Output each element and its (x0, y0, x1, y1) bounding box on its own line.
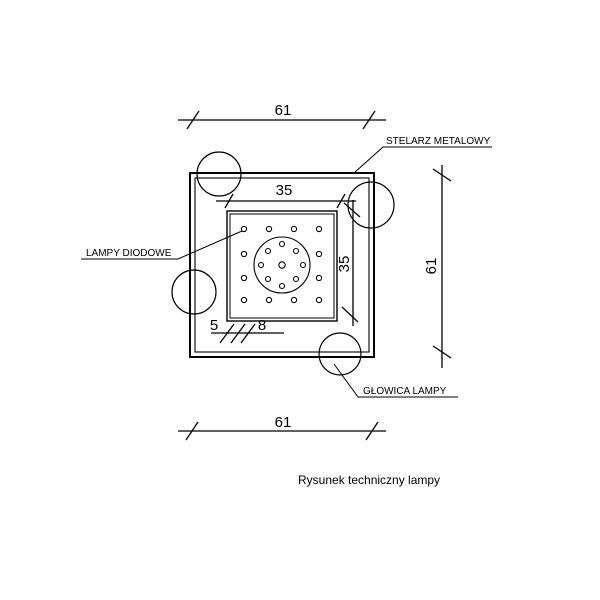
drawing-caption: Rysunek techniczny lampy (298, 473, 440, 487)
label-head: GŁOWICA LAMPY (363, 386, 447, 397)
top-dimension-tick-right (362, 110, 376, 130)
frame-outer-edge (189, 172, 375, 358)
top-dimension (178, 110, 386, 130)
central-led-ring (253, 236, 311, 294)
right-dimension-value: 61 (423, 258, 440, 275)
inner-width-dimension (216, 193, 356, 209)
leader-frame (353, 146, 492, 174)
led-panel (226, 210, 338, 322)
led-diode (315, 296, 323, 304)
detail-circles (171, 151, 395, 376)
inner-height-tick-top (343, 202, 361, 218)
led-diode (264, 275, 272, 283)
led-diode-center (278, 261, 286, 269)
leader-leds-line (81, 230, 243, 260)
right-dimension-tick-bottom (432, 345, 452, 359)
offset-left-value: 5 (210, 317, 218, 334)
inner-height-dimension (341, 200, 361, 326)
leader-frame-line (353, 146, 492, 174)
top-dimension-tick-left (186, 110, 200, 130)
detail-circle-top-left (196, 151, 242, 197)
led-diode (240, 296, 248, 304)
led-diode (292, 247, 300, 255)
offset-right-value: 8 (258, 317, 266, 334)
metal-frame (189, 172, 375, 358)
bottom-dimension-tick-left (185, 421, 199, 441)
offset-dimension (211, 323, 284, 344)
led-diode (240, 274, 248, 282)
led-diode (257, 261, 265, 269)
led-diode (240, 225, 248, 233)
led-diodes (240, 225, 323, 304)
led-diode (315, 250, 323, 258)
led-diode (278, 240, 286, 248)
led-diode (290, 225, 298, 233)
offset-tick-1 (219, 323, 235, 344)
led-diode (315, 225, 323, 233)
offset-tick-3 (240, 323, 256, 344)
inner-width-tick-right (336, 193, 346, 209)
inner-height-tick-bottom (341, 306, 359, 323)
bottom-dimension (178, 421, 386, 441)
offset-tick-2 (230, 323, 246, 344)
leader-head-line (333, 363, 458, 398)
right-dimension-tick-top (432, 168, 452, 182)
frame-inner-edge (194, 177, 370, 353)
label-leds: LAMPY DIODOWE (86, 248, 172, 259)
leader-leds (81, 230, 243, 260)
leader-head (333, 363, 458, 398)
panel-outer-edge (226, 210, 338, 322)
led-diode (265, 225, 273, 233)
label-frame: STELARZ METALOWY (386, 136, 491, 147)
right-dimension (432, 165, 452, 368)
detail-circle-bottom (318, 332, 362, 376)
bottom-dimension-tick-right (365, 421, 379, 441)
panel-inner-edge (229, 213, 335, 319)
detail-circle-left (171, 269, 217, 315)
top-dimension-value: 61 (275, 102, 292, 119)
led-diode (315, 274, 323, 282)
inner-width-value: 35 (276, 182, 293, 199)
bottom-dimension-value: 61 (275, 414, 292, 431)
led-diode (292, 275, 300, 283)
led-diode (299, 261, 307, 269)
detail-circle-top-right (347, 181, 395, 229)
led-diode (290, 296, 298, 304)
led-diode (278, 282, 286, 290)
inner-width-tick-left (224, 193, 234, 209)
led-diode (265, 296, 273, 304)
led-diode (264, 247, 272, 255)
led-diode (240, 250, 248, 258)
inner-height-value: 35 (336, 256, 353, 273)
